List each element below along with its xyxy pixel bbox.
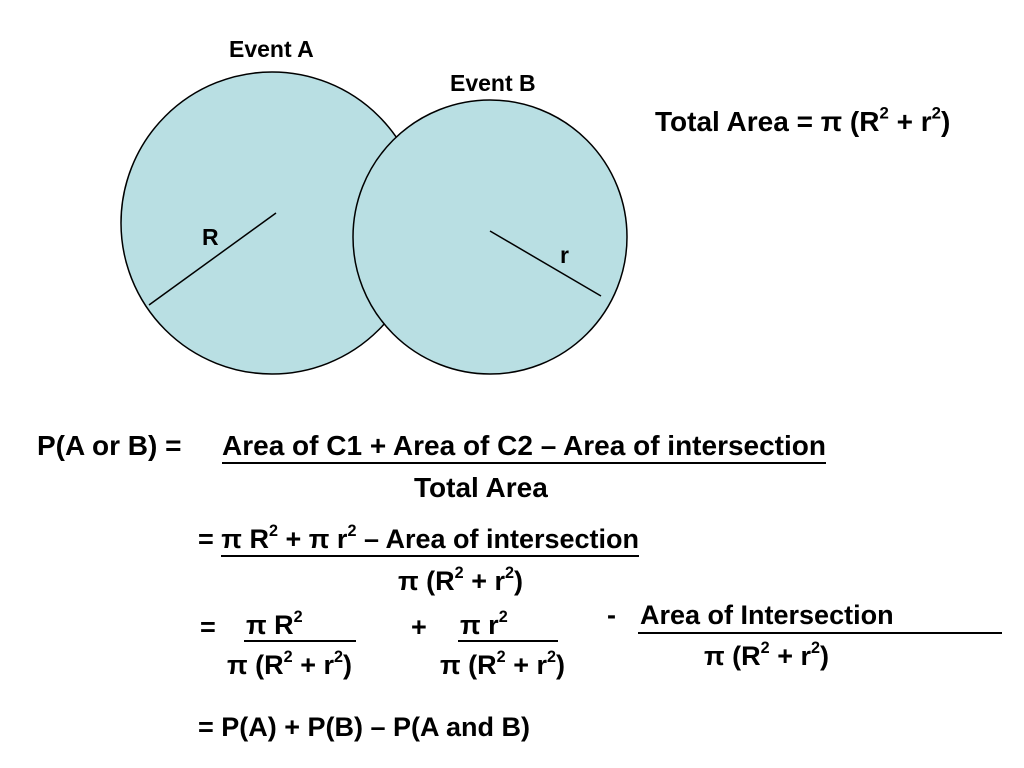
step1-denominator: Total Area <box>414 472 548 503</box>
radius-line-b <box>489 230 602 297</box>
circle-event-b <box>352 99 628 375</box>
step1-numerator: Area of C1 + Area of C2 – Area of inters… <box>222 430 826 464</box>
step3-fraction3-denominator: π (R2 + r2) <box>704 638 829 671</box>
radius-line-a <box>148 212 277 306</box>
step3-fraction2-denominator: π (R2 + r2) <box>440 647 565 680</box>
step3-minus: - <box>607 600 616 630</box>
step4-result: = P(A) + P(B) – P(A and B) <box>198 712 531 742</box>
radius-b-label: r <box>560 242 569 268</box>
step3-plus: + <box>411 612 427 642</box>
step2-denominator: π (R2 + r2) <box>398 563 523 596</box>
radius-a-label: R <box>202 224 219 250</box>
venn-diagram <box>120 71 628 375</box>
step3-fraction2-bar <box>458 640 558 642</box>
step3-fraction2-numerator: π r2 <box>460 607 508 640</box>
step3-equals: = <box>200 612 216 642</box>
step3-fraction1-numerator: π R2 <box>246 607 303 640</box>
step3-fraction3-bar <box>638 632 1002 634</box>
step2-numerator: = π R2 + π r2 – Area of intersection <box>198 523 640 557</box>
step3-fraction3-numerator: Area of Intersection <box>640 600 894 630</box>
step1-lhs: P(A or B) = <box>37 430 182 461</box>
event-a-label: Event A <box>229 36 314 62</box>
total-area-formula: Total Area = π (R2 + r2) <box>655 103 951 137</box>
step3-fraction1-bar <box>244 640 356 642</box>
step3-fraction1-denominator: π (R2 + r2) <box>227 647 352 680</box>
event-b-label: Event B <box>450 70 536 96</box>
